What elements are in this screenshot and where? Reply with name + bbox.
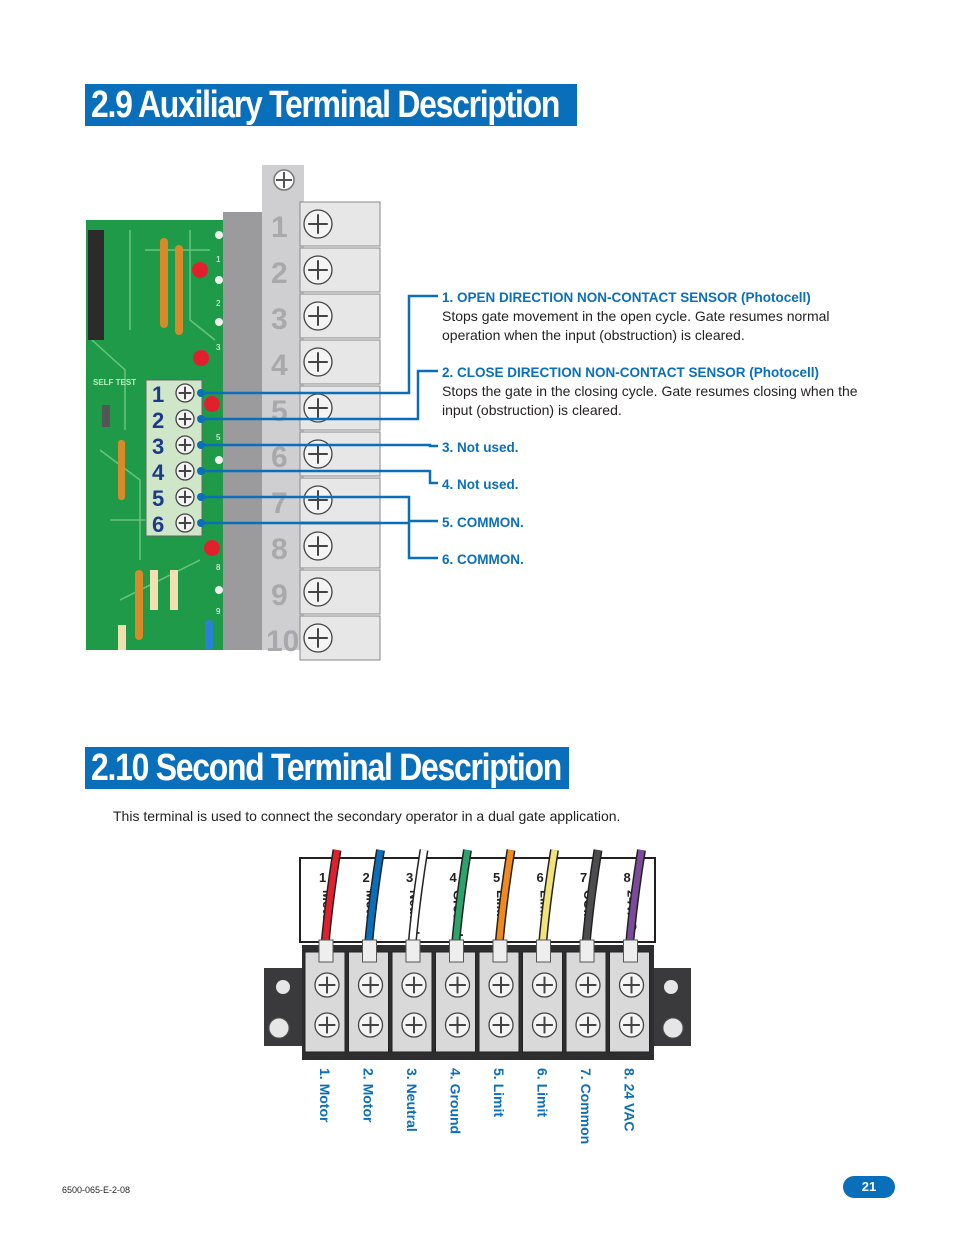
strip-number: 3 [271, 303, 288, 336]
self-test-label: SELF TEST [93, 378, 136, 387]
callout-item-2: 2. CLOSE DIRECTION NON-CONTACT SENSOR (P… [442, 365, 858, 418]
aux-terminal-screw-icon [175, 435, 195, 455]
callout-line [201, 294, 438, 395]
aux-terminal-number: 6 [152, 512, 164, 537]
svg-text:8: 8 [216, 563, 221, 572]
aux-terminal-screw-icon [175, 409, 195, 429]
callout-line [201, 443, 438, 448]
aux-terminal-number: 4 [152, 460, 165, 485]
strip-number: 6 [271, 441, 288, 474]
callout-line [201, 369, 438, 421]
svg-text:1: 1 [216, 255, 221, 264]
svg-text:2: 2 [216, 299, 221, 308]
strip-number: 7 [271, 487, 288, 520]
callout-item-6: 6. COMMON. [442, 552, 524, 567]
strip-cell [299, 201, 381, 247]
aux-terminal-number: 3 [152, 434, 164, 459]
callout-line [201, 469, 438, 485]
strip-screw-icon [303, 439, 333, 469]
strip-number: 8 [271, 533, 288, 566]
aux-terminal-screw-icon [175, 461, 195, 481]
intro-text: This terminal is used to connect the sec… [113, 808, 621, 824]
strip-screw-icon [303, 393, 333, 423]
page-number-badge: 21 [843, 1176, 895, 1198]
aux-terminal-screw-icon [175, 513, 195, 533]
strip-screw-icon [303, 255, 333, 285]
strip-number: 2 [271, 257, 288, 290]
strip-screw-icon [303, 531, 333, 561]
terminal-strip-base [223, 212, 265, 650]
strip-number: 4 [271, 349, 288, 382]
strip-number: 9 [271, 579, 288, 612]
svg-text:5: 5 [216, 433, 221, 442]
aux-terminal-screw-icon [175, 383, 195, 403]
strip-screw-icon [303, 347, 333, 377]
strip-screw-icon [303, 577, 333, 607]
callout-item-3: 3. Not used. [442, 440, 519, 455]
callout-line [201, 495, 438, 523]
callout-item-1: 1. OPEN DIRECTION NON-CONTACT SENSOR (Ph… [442, 290, 830, 343]
board-pin-numbers: 1 2 3 5 8 9 [216, 255, 221, 616]
document-code: 6500-065-E-2-08 [62, 1185, 131, 1195]
strip-screw-icon [303, 209, 333, 239]
callout-line [201, 521, 438, 560]
aux-terminal-block [145, 379, 203, 537]
strip-number: 1 [271, 211, 288, 244]
svg-text:3: 3 [216, 343, 221, 352]
aux-terminal-number: 5 [152, 486, 164, 511]
section-title-auxiliary: 2.9 Auxiliary Terminal Description [85, 84, 577, 126]
section-title-second-terminal: 2.10 Second Terminal Description [85, 747, 569, 789]
aux-terminal-number: 2 [152, 408, 164, 433]
aux-terminal-screw-icon [175, 487, 195, 507]
strip-screw-icon [303, 301, 333, 331]
aux-terminal-number: 1 [152, 382, 164, 407]
strip-number: 10 [266, 625, 299, 658]
strip-number: 5 [271, 395, 288, 428]
svg-text:9: 9 [216, 607, 221, 616]
callout-item-4: 4. Not used. [442, 477, 519, 492]
callout-item-5: 5. COMMON. [442, 515, 524, 530]
strip-screw-icon [303, 623, 333, 653]
strip-screw-icon [303, 485, 333, 515]
